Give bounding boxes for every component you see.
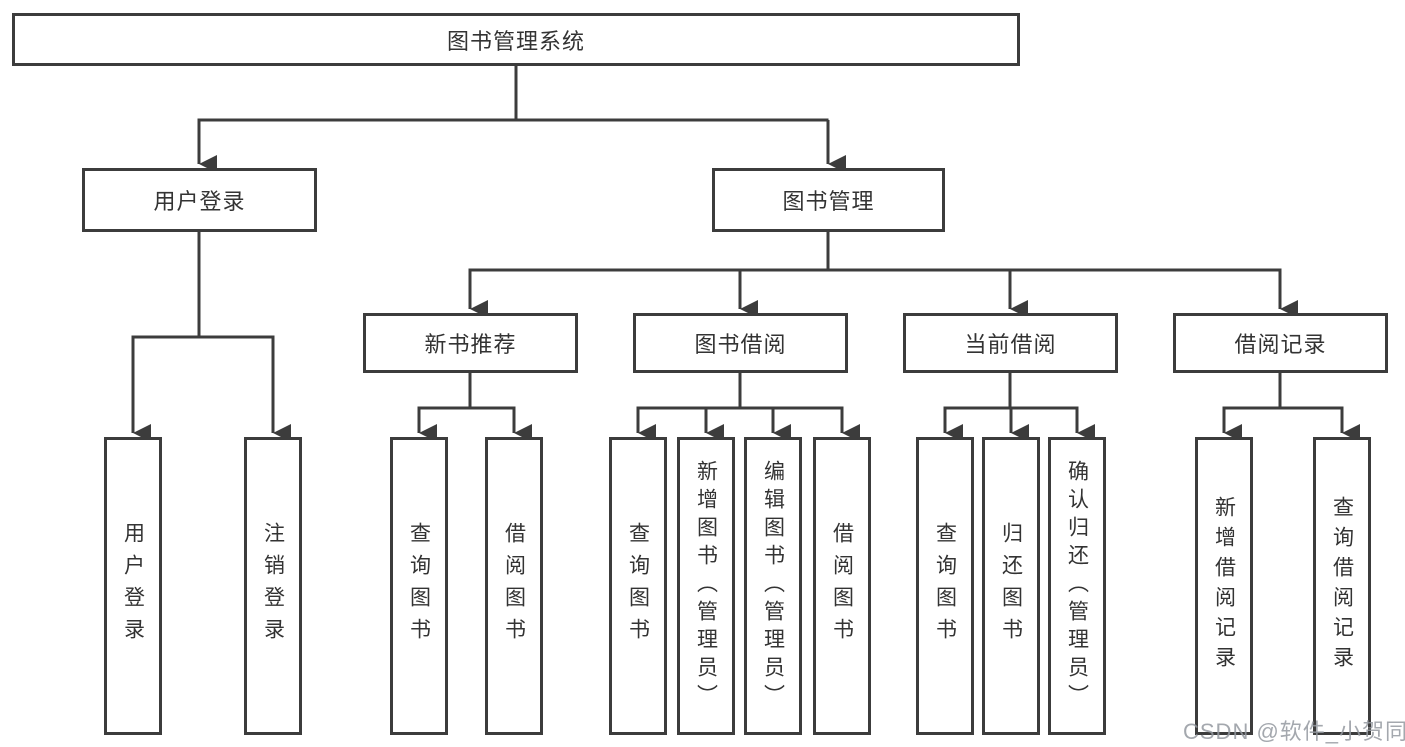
- leaf-return-book: 归还图书: [982, 437, 1040, 735]
- leaf-label: 查询图书: [626, 522, 650, 650]
- leaf-label: 查询借阅记录: [1330, 496, 1354, 676]
- node-label: 图书借阅: [694, 332, 787, 357]
- node-library-management-system: 图书管理系统: [12, 13, 1020, 66]
- connector-book-management-children: [468, 232, 1298, 318]
- node-user-login: 用户登录: [82, 168, 317, 232]
- leaf-borrow-books-recommend: 借阅图书: [485, 437, 543, 735]
- leaf-add-book-admin: 新增图书（管理员）: [677, 437, 735, 735]
- csdn-watermark: CSDN @软件_小贺同学: [1183, 719, 1405, 744]
- leaf-confirm-return-admin: 确认归还（管理员）: [1048, 437, 1106, 735]
- node-label: 借阅记录: [1234, 332, 1327, 357]
- node-label: 图书管理: [782, 189, 875, 214]
- leaf-logout: 注销登录: [244, 437, 302, 735]
- leaf-borrow-books-borrowing: 借阅图书: [813, 437, 871, 735]
- node-label: 用户登录: [153, 189, 246, 214]
- leaf-label: 新增借阅记录: [1212, 496, 1236, 676]
- leaf-label: 用户登录: [121, 522, 145, 650]
- connector-borrowing-records-children: [1222, 373, 1360, 442]
- leaf-add-borrow-record: 新增借阅记录: [1195, 437, 1253, 735]
- leaf-edit-book-admin: 编辑图书（管理员）: [744, 437, 802, 735]
- leaf-label: 借阅图书: [502, 522, 526, 650]
- node-current-borrowing: 当前借阅: [903, 313, 1118, 373]
- leaf-label: 查询图书: [407, 522, 431, 650]
- node-new-book-recommend: 新书推荐: [363, 313, 578, 373]
- leaf-label: 编辑图书（管理员）: [761, 460, 785, 712]
- leaf-label: 注销登录: [261, 522, 285, 650]
- leaf-query-books-current: 查询图书: [916, 437, 974, 735]
- connector-user-login-children: [131, 232, 291, 442]
- node-label: 图书管理系统: [446, 28, 585, 54]
- node-label: 新书推荐: [424, 332, 517, 357]
- node-book-borrowing: 图书借阅: [633, 313, 848, 373]
- connector-root-to-level2: [197, 66, 846, 173]
- connector-current-borrowing-children: [943, 373, 1095, 442]
- leaf-query-books-borrowing: 查询图书: [609, 437, 667, 735]
- node-book-management: 图书管理: [712, 168, 945, 232]
- leaf-user-login: 用户登录: [104, 437, 162, 735]
- leaf-label: 查询图书: [933, 522, 957, 650]
- leaf-label: 确认归还（管理员）: [1065, 460, 1089, 712]
- leaf-label: 借阅图书: [830, 522, 854, 650]
- leaf-query-books-recommend: 查询图书: [390, 437, 448, 735]
- node-borrowing-records: 借阅记录: [1173, 313, 1388, 373]
- leaf-label: 归还图书: [999, 522, 1023, 650]
- leaf-label: 新增图书（管理员）: [694, 460, 718, 712]
- connector-new-book-recommend-children: [417, 373, 532, 442]
- leaf-query-borrow-record: 查询借阅记录: [1313, 437, 1371, 735]
- connector-book-borrowing-children: [636, 373, 860, 442]
- node-label: 当前借阅: [964, 332, 1057, 357]
